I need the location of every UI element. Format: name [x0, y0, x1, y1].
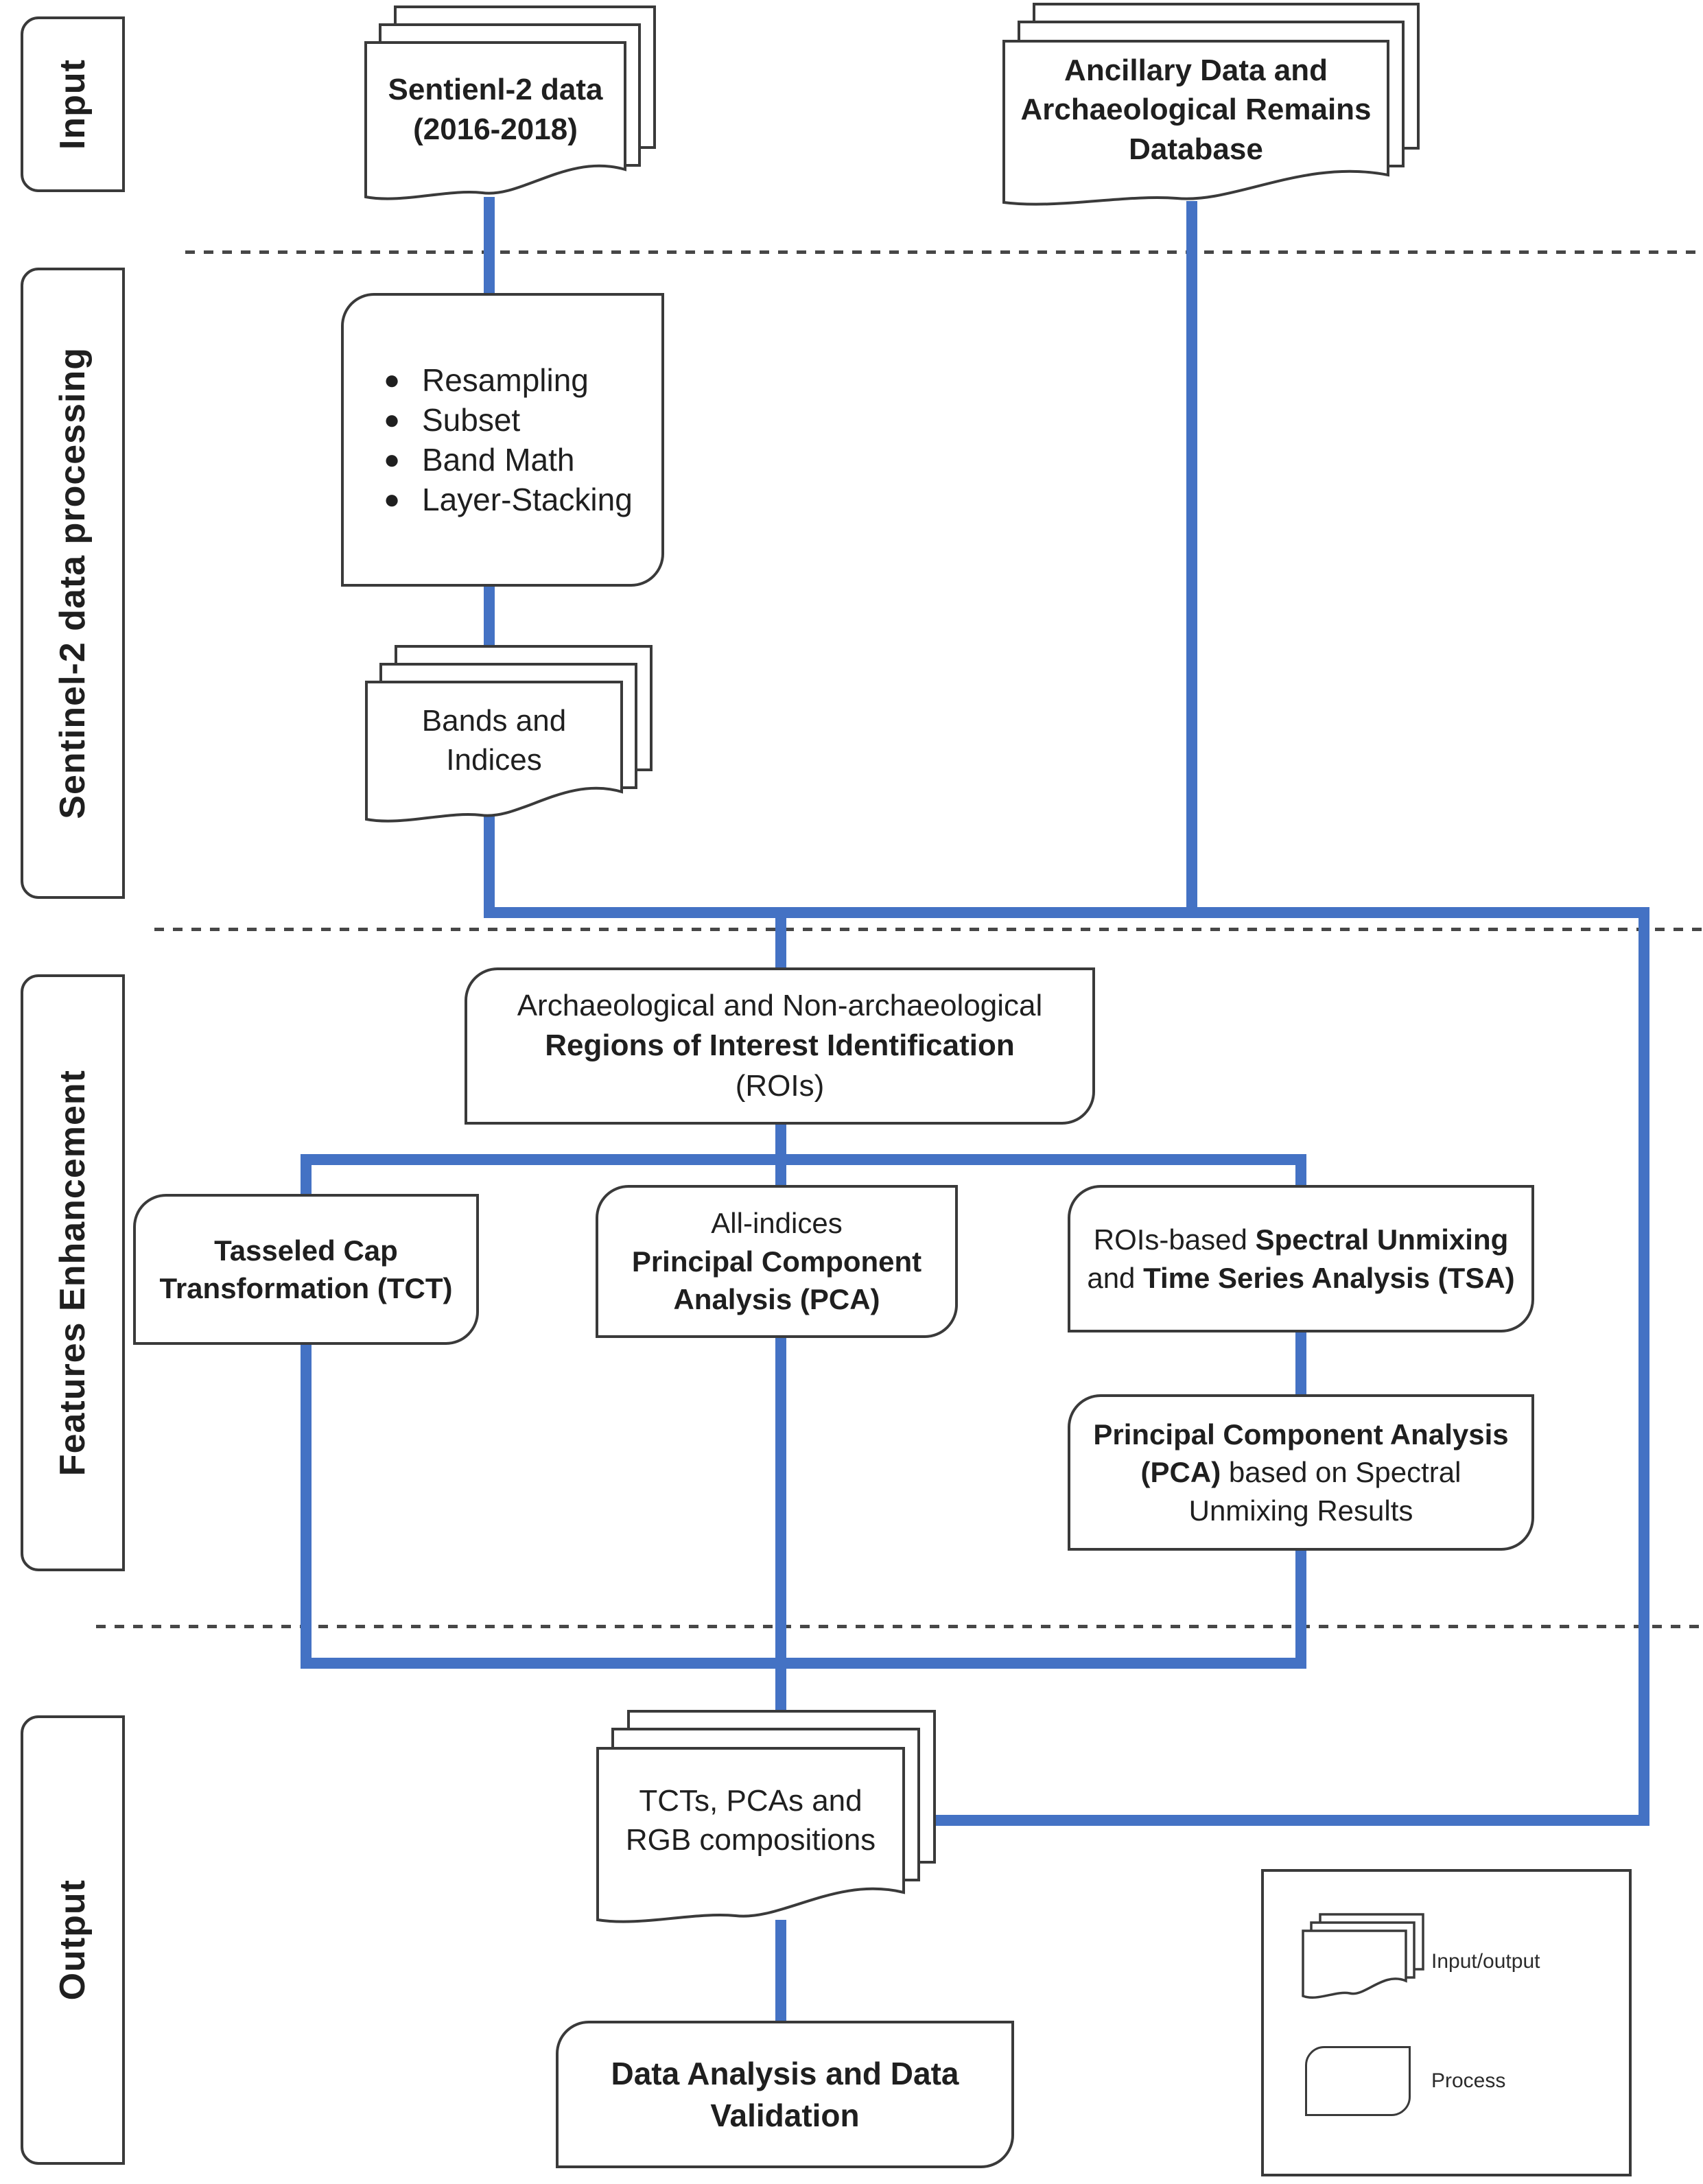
- section-label-features: Features Enhancement: [21, 974, 125, 1571]
- bullet-item: ● Layer-Stacking: [384, 480, 633, 519]
- bullet-icon: ●: [384, 484, 401, 515]
- connector-line: [301, 1343, 312, 1663]
- stack-label-line: TCTs, PCAs and: [639, 1783, 862, 1818]
- unmixing-line: and Time Series Analysis (TSA): [1087, 1259, 1514, 1297]
- tcts-output-stack: TCTs, PCAs and RGB compositions: [596, 1710, 937, 1931]
- stack-label-line: Ancillary Data and: [1064, 54, 1328, 88]
- stack-label-line: Sentienl-2 data: [388, 73, 603, 107]
- bullet-icon: ●: [384, 364, 401, 395]
- document-stack-icon: [596, 1710, 936, 1923]
- section-label-input: Input: [21, 16, 125, 192]
- connector-line: [903, 1815, 1649, 1826]
- pca-line: Analysis (PCA): [673, 1283, 880, 1316]
- preprocessing-box: ● Resampling ● Subset ● Band Math ● Layer-St…: [341, 293, 664, 587]
- sentinel2-data-stack: Sentienl-2 data (2016-2018): [364, 5, 660, 206]
- data-analysis-box: Data Analysis and Data Validation: [556, 2021, 1014, 2168]
- pca-unmixing-text: (PCA): [1140, 1456, 1221, 1489]
- rois-identification-box: Archaeological and Non-archaeological Re…: [465, 967, 1095, 1125]
- preprocessing-steps: ● Resampling ● Subset ● Band Math ● Layer-St…: [344, 360, 661, 519]
- connector-line: [1186, 201, 1197, 911]
- tct-box: Tasseled Cap Transformation (TCT): [133, 1194, 479, 1345]
- legend-io-label: Input/output: [1431, 1950, 1540, 1973]
- bullet-item: ● Band Math: [384, 440, 574, 480]
- pca-unmixing-box: Principal Component Analysis (PCA) based…: [1068, 1394, 1534, 1551]
- rois-line: Regions of Interest Identification: [545, 1029, 1015, 1063]
- bullet-label: Subset: [422, 401, 521, 438]
- document-stack-icon: [1002, 3, 1420, 206]
- analysis-line: Data Analysis and Data: [611, 2055, 959, 2091]
- document-stack-icon: [1302, 1913, 1424, 1999]
- rois-line: Archaeological and Non-archaeological: [517, 989, 1043, 1023]
- section-label-text: Output: [53, 1879, 93, 2001]
- section-label-output: Output: [21, 1715, 125, 2165]
- stack-label-line: Archaeological Remains: [1020, 93, 1372, 127]
- section-divider: [96, 1625, 1703, 1628]
- section-label-processing: Sentinel-2 data processing: [21, 268, 125, 899]
- legend-process-label: Process: [1431, 2069, 1506, 2092]
- section-divider: [154, 928, 1703, 931]
- connector-line: [484, 813, 495, 917]
- bullet-icon: ●: [384, 444, 401, 475]
- section-label-text: Features Enhancement: [53, 1069, 93, 1477]
- section-label-text: Input: [53, 58, 93, 150]
- pca-box: All-indices Principal Component Analysis…: [596, 1185, 958, 1338]
- connector-line: [775, 917, 786, 969]
- bullet-item: ● Resampling: [384, 360, 589, 400]
- spectral-unmixing-box: ROIs-based Spectral Unmixing and Time Se…: [1068, 1185, 1534, 1332]
- bands-indices-stack: Bands and Indices: [365, 645, 654, 827]
- connector-line: [301, 1154, 1306, 1165]
- unmixing-text: ROIs-based: [1093, 1223, 1256, 1256]
- pca-unmixing-line: (PCA) based on Spectral: [1141, 1453, 1461, 1491]
- tct-line: Transformation (TCT): [159, 1272, 453, 1304]
- connector-line: [301, 1658, 1306, 1669]
- document-stack-icon: [365, 645, 653, 823]
- connector-line: [1295, 1164, 1306, 1186]
- connector-line: [484, 907, 1649, 918]
- pca-line: All-indices: [711, 1207, 843, 1240]
- pca-unmixing-line: Unmixing Results: [1188, 1494, 1413, 1527]
- bullet-item: ● Subset: [384, 400, 520, 440]
- connector-line: [775, 1164, 786, 1186]
- ancillary-data-stack: Ancillary Data and Archaeological Remain…: [1002, 3, 1448, 209]
- analysis-line: Validation: [710, 2097, 860, 2133]
- connector-line: [484, 197, 495, 294]
- bullet-label: Band Math: [422, 441, 575, 478]
- section-label-text: Sentinel-2 data processing: [53, 347, 93, 819]
- unmixing-text: Time Series Analysis (TSA): [1143, 1261, 1515, 1294]
- stack-label-line: Database: [1129, 132, 1263, 166]
- bullet-icon: ●: [384, 404, 401, 435]
- connector-line: [775, 1920, 786, 2024]
- bullet-label: Resampling: [422, 362, 589, 398]
- stack-label-line: RGB compositions: [625, 1823, 876, 1857]
- unmixing-text: Spectral Unmixing: [1255, 1223, 1509, 1256]
- stack-label-line: Bands and: [421, 703, 567, 738]
- rois-line: (ROIs): [735, 1068, 825, 1103]
- connector-line: [775, 1123, 786, 1155]
- document-stack-icon: [364, 5, 656, 200]
- connector-line: [775, 1337, 786, 1663]
- legend-io-icon: [1302, 1913, 1426, 2004]
- connector-line: [1295, 1549, 1306, 1663]
- pca-line: Principal Component: [631, 1245, 922, 1278]
- connector-line: [301, 1164, 312, 1195]
- connector-line: [1295, 1331, 1306, 1396]
- unmixing-text: and: [1087, 1261, 1144, 1294]
- unmixing-line: ROIs-based Spectral Unmixing: [1094, 1221, 1509, 1258]
- pca-unmixing-text: based on Spectral: [1221, 1456, 1461, 1489]
- legend-box: Input/output Process: [1261, 1869, 1632, 2176]
- legend-process-icon: [1305, 2046, 1411, 2116]
- connector-line: [1639, 917, 1649, 1826]
- bullet-label: Layer-Stacking: [422, 481, 633, 517]
- pca-unmixing-line: Principal Component Analysis: [1093, 1418, 1509, 1451]
- stack-label-line: (2016-2018): [413, 112, 578, 146]
- section-divider: [185, 250, 1703, 254]
- tct-line: Tasseled Cap: [214, 1234, 398, 1267]
- stack-label-line: Indices: [446, 743, 542, 777]
